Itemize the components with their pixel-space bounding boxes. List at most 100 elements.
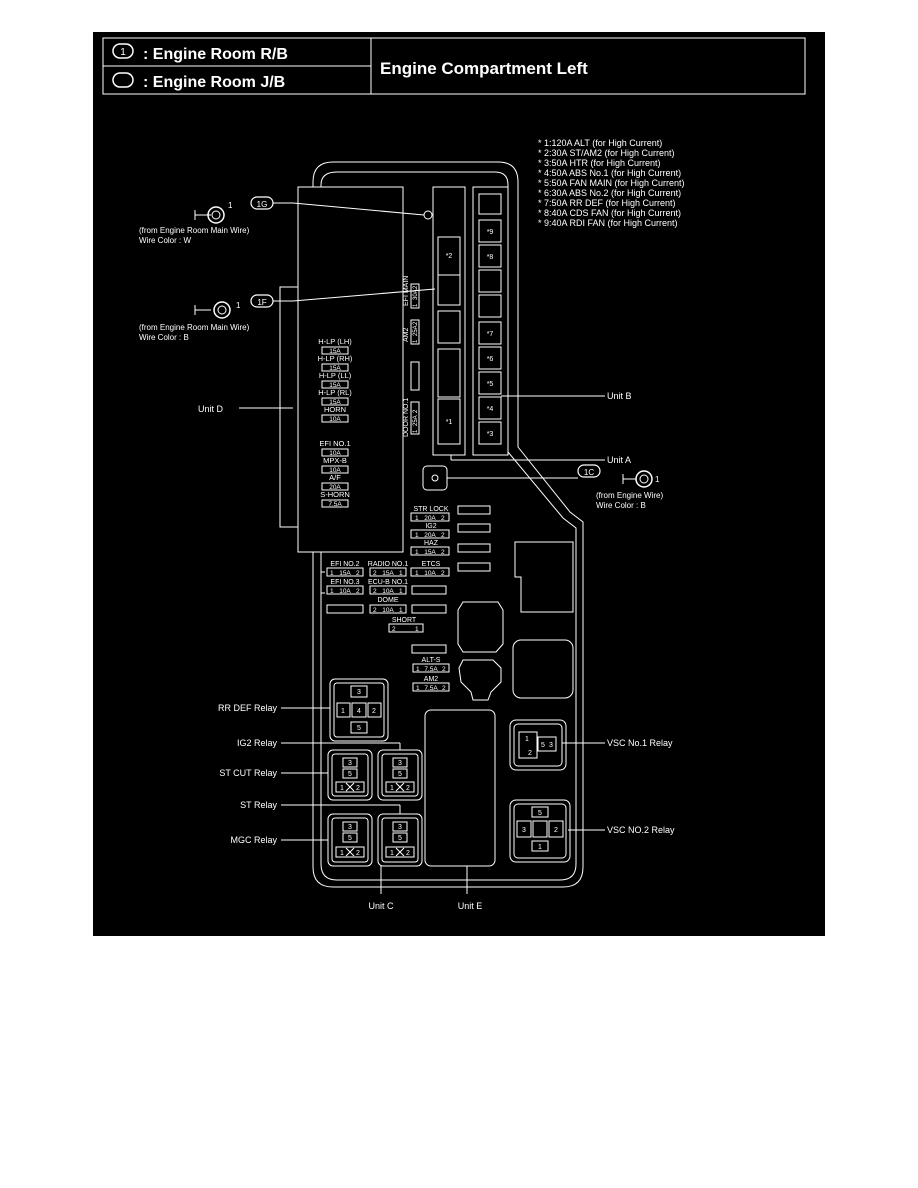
fuse-slot[interactable] [412,663,450,673]
fuse-label: STR LOCK [413,506,448,513]
st-relay[interactable]: 3 5 1 2 [377,813,423,867]
fuse-slot[interactable] [411,644,447,654]
fuse-slot[interactable] [321,363,349,372]
fuse-slot[interactable] [410,361,420,391]
high-current-slot[interactable] [478,396,502,420]
relay-pin-label: 5 [541,742,545,749]
terminal-ring-icon [211,210,221,220]
rb-code: 1 [120,47,126,58]
fuse-slot[interactable] [321,482,349,491]
fuse-slot[interactable] [369,567,407,577]
fuse-label: S-HORN [320,490,350,499]
fuse-rating: 15A [339,570,351,577]
note-line: * 7:50A RR DEF (for High Current) [538,198,676,208]
unit-a-label: Unit A [607,455,631,465]
fuse-slot[interactable] [412,682,450,692]
fuse-rating: 25A [413,415,419,426]
connector-code: 1C [584,468,594,477]
fuse-slot[interactable] [478,193,502,215]
fuse-slot[interactable] [457,543,491,553]
fuse-rating: 10A [329,450,341,457]
fuse-pin: 1 [416,685,420,692]
mini-fuse-column-right: STR LOCK 1 20A 2 IG2 1 20A 2 HAZ 1 15A 2… [410,505,491,577]
fuse-box-outline [312,161,584,888]
fuse-slot[interactable] [478,294,502,318]
fuse-pin: 1 [413,339,419,343]
high-current-slot[interactable] [437,398,461,445]
fuse-slot[interactable] [437,274,461,306]
fuse-slot[interactable] [326,585,364,595]
fuse-rating: 20A [424,532,436,539]
connector-pin: 1 [228,201,233,210]
fuse-slot[interactable] [369,604,407,614]
fuse-slot[interactable] [457,562,491,572]
fuse-slot[interactable] [411,585,447,595]
relay-pin [350,685,368,698]
relay-pin [518,731,538,759]
fuse-slot[interactable] [326,567,364,577]
relay-pin [532,820,548,838]
fuse-slot[interactable] [457,523,491,533]
fuse-slot[interactable] [457,505,491,515]
slot-label: *1 [446,419,453,426]
st-cut-relay[interactable]: 3 5 1 2 [327,749,373,801]
terminal-ring-icon [213,301,231,319]
vsc-no2-relay[interactable]: 5 3 2 1 [509,799,571,863]
connector-1c[interactable]: 1C 1 (from Engine Wire) Wire Color : B [577,464,663,510]
fuse-rating: 20A [329,484,341,491]
connector-code-badge [577,464,601,478]
vsc-no1-relay[interactable]: 1 2 5 3 [509,719,567,771]
fuse-slot[interactable] [321,465,349,474]
fuse-rating: 7.5A [328,501,342,508]
high-current-slot[interactable] [478,244,502,268]
relay-pin [336,702,351,718]
high-current-slot[interactable] [478,421,502,445]
fuse-label: HORN [324,405,346,414]
fuse-slot[interactable] [410,546,450,556]
fuse-slot[interactable] [321,380,349,389]
fuse-label: H-LP (RH) [318,354,353,363]
fuse-slot[interactable] [321,499,349,508]
fuse-pin: 2 [373,588,377,595]
fuse-slot[interactable] [437,310,461,344]
relay-pin-label: 2 [372,708,376,715]
fuse-slot[interactable] [326,604,364,614]
bracket-line [320,571,325,594]
fuse-slot[interactable] [388,623,424,633]
connector-1g[interactable]: 1 1G (from Engine Room Main Wire) Wire C… [139,196,293,245]
fuse-slot[interactable] [410,512,450,522]
relay-pin [392,768,408,779]
fuse-slot[interactable] [321,448,349,457]
high-current-slot[interactable] [478,219,502,243]
leader-lines [239,202,605,894]
connector-wire-color: Wire Color : B [596,501,646,510]
fuse-slot[interactable] [321,397,349,406]
fuse-slot[interactable] [410,529,450,539]
fuse-box-diagram: 1 : Engine Room R/B : Engine Room J/B En… [102,37,806,911]
rr-def-relay[interactable]: 3 1 4 2 5 [329,678,389,742]
fuse-slot[interactable] [410,283,420,309]
high-current-slot[interactable] [478,346,502,370]
connector-source: (from Engine Room Main Wire) [139,226,250,235]
fuse-slot[interactable] [410,567,450,577]
fuse-pin: 2 [442,685,446,692]
ig2-relay[interactable]: 3 5 1 2 [377,749,423,801]
fuse-slot[interactable] [478,269,502,293]
fuse-pin: 1 [415,570,419,577]
fuse-slot[interactable] [411,604,447,614]
fuse-slot[interactable] [321,346,349,355]
fuse-slot[interactable] [437,348,461,398]
fuse-label: H-LP (RL) [318,388,352,397]
mgc-relay[interactable]: 3 5 1 2 [327,813,373,867]
fuse-slot[interactable] [321,414,349,423]
terminal-ring-icon [639,474,649,484]
connector-1f[interactable]: 1 1F (from Engine Room Main Wire) Wire C… [139,294,293,342]
fuse-slot[interactable] [410,401,420,435]
fuse-slot[interactable] [410,319,420,345]
fuse-slot[interactable] [369,585,407,595]
high-current-slot[interactable] [478,321,502,345]
fuse-pin: 2 [441,515,445,522]
high-current-slot[interactable] [478,371,502,395]
note-line: * 5:50A FAN MAIN (for High Current) [538,178,685,188]
fuse-box-inner-outline [320,171,577,881]
